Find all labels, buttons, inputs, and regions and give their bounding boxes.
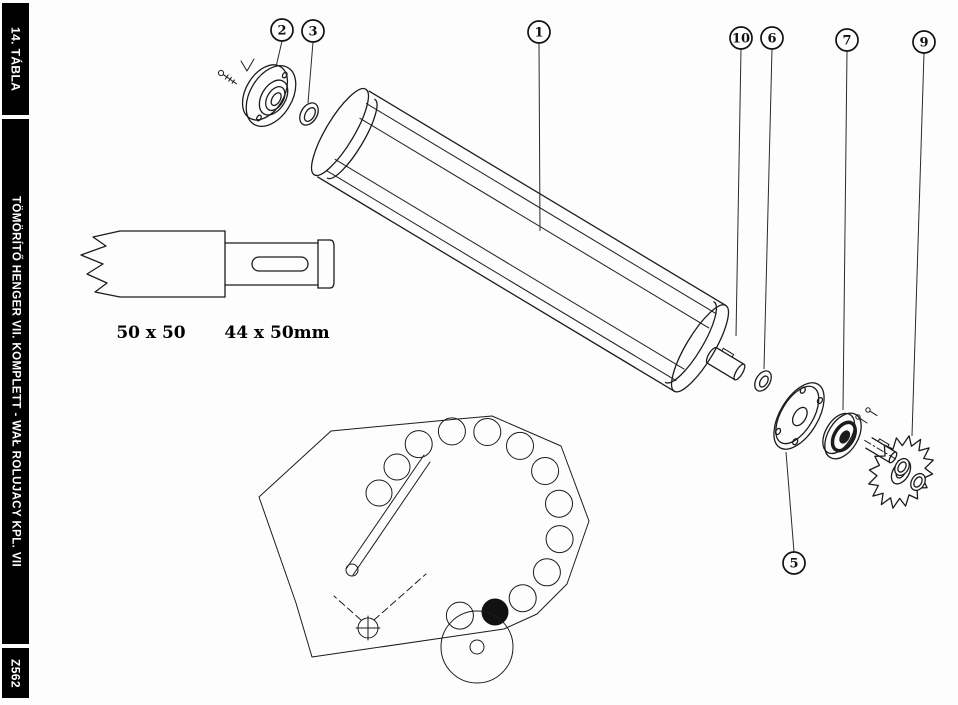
- roller-cylinder: [310, 87, 746, 393]
- svg-text:1: 1: [534, 26, 543, 41]
- bushing-rings: [894, 457, 926, 492]
- callout-6: 6: [760, 26, 784, 370]
- dimension-journal: 44 x 50mm: [224, 323, 329, 343]
- washer-part6: [754, 370, 772, 392]
- wheel: [440, 610, 514, 684]
- callout-3: 3: [301, 19, 325, 104]
- screw-bolt: [217, 69, 238, 85]
- press-roller-circles: [404, 417, 574, 630]
- sidebar: 14. TÁBLA TÖMÖRÍTŐ HENGER VII. KOMPLETT …: [2, 3, 29, 698]
- sprocket-part9: [868, 435, 934, 509]
- sidebar-title-label: TÖMÖRÍTŐ HENGER VII. KOMPLETT - WAŁ ROLU…: [2, 119, 29, 644]
- svg-text:2: 2: [277, 24, 286, 39]
- machine-location-schematic: [258, 415, 590, 684]
- shaft-detail-drawing: [80, 230, 335, 298]
- callout-10: 10: [729, 26, 753, 337]
- highlighted-roller-position: [481, 598, 509, 626]
- callout-7: 7: [835, 28, 859, 411]
- svg-text:10: 10: [732, 32, 750, 47]
- svg-text:7: 7: [842, 34, 851, 49]
- bearing-set-screws: [855, 407, 878, 424]
- seal-ring-part3: [299, 102, 319, 126]
- flange-plate-part5: [773, 382, 825, 450]
- dimension-shaft-end: 50 x 50: [116, 323, 185, 343]
- bearing-flange-part2: [241, 64, 297, 127]
- callout-2: 2: [270, 18, 294, 68]
- machine-outline: [258, 415, 590, 658]
- svg-text:3: 3: [308, 25, 317, 40]
- callout-1: 1: [527, 20, 551, 232]
- svg-text:6: 6: [767, 32, 776, 47]
- pivot-detail: [333, 573, 427, 641]
- svg-text:9: 9: [919, 36, 928, 51]
- sidebar-plate-label: 14. TÁBLA: [2, 3, 29, 115]
- callout-9: 9: [911, 30, 936, 437]
- callouts: 2 3 1 10 6: [270, 18, 936, 575]
- bearing-housing-part7: [822, 412, 862, 460]
- callout-5: 5: [782, 451, 806, 575]
- svg-text:5: 5: [789, 557, 798, 572]
- check-mark: [240, 58, 255, 72]
- sidebar-code-label: Z562: [2, 648, 29, 698]
